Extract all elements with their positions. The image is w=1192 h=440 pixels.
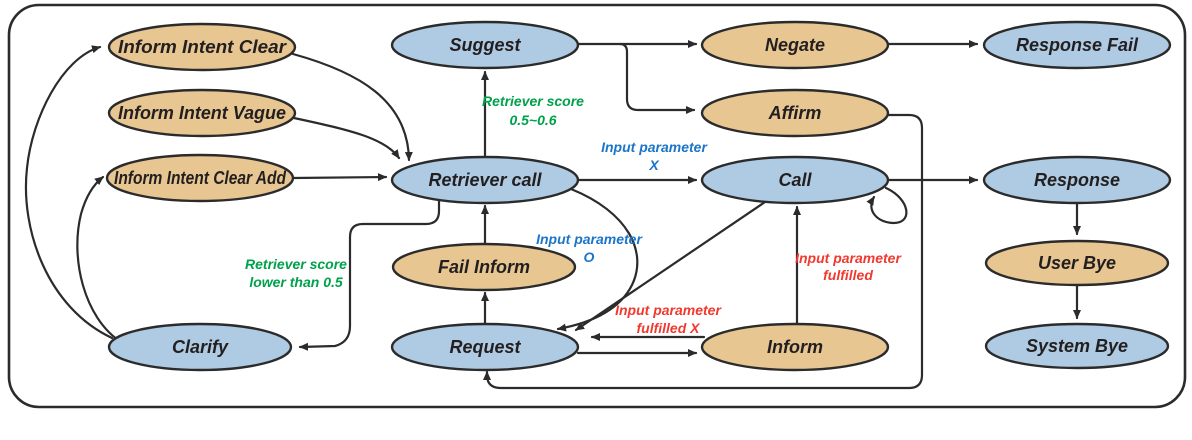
node-ellipse [107,88,297,138]
node-label: Fail Inform [438,257,530,277]
edge-label-line: Retriever score [245,256,347,272]
edge-inform-intent-clear-add-to-retriever-call [291,173,388,182]
node-negate: Negate [700,20,890,70]
node-ellipse [107,22,297,72]
edge-clarify-to-inform-intent-clear-add [76,175,123,344]
node-label: Response [1034,170,1120,190]
node-suggest: Suggest [390,20,580,70]
node-label: Call [778,170,812,190]
edge-call-self-loop [866,186,908,225]
node-user-bye: User Bye [984,239,1170,287]
edge-label-retriever-score-low: Retriever score lower than 0.5 [245,256,347,290]
edge-label-line: 0.5~0.6 [509,112,556,128]
node-call: Call [700,155,890,205]
node-ellipse [700,322,890,372]
node-ellipse [700,155,890,205]
node-ellipse [700,88,890,138]
node-label: User Bye [1038,253,1116,273]
node-ellipse [984,239,1170,287]
node-ellipse [390,322,580,372]
node-clarify: Clarify [107,322,293,372]
edge-label-input-param-fulfilled-x: Input parameter fulfilled X [615,302,722,336]
node-inform: Inform [700,322,890,372]
edge-label-input-param-fulfilled: Input parameter fulfilled [795,250,902,283]
edge-call-to-request [574,198,770,332]
node-fail-inform: Fail Inform [391,242,577,292]
edge-label-line: X [648,157,660,173]
node-label: Retriever call [428,170,542,190]
node-label: Inform Intent Clear Add [114,168,287,188]
edge-label-line: fulfilled [823,267,873,283]
node-ellipse [107,322,293,372]
edge-lines [24,40,1081,390]
node-request: Request [390,322,580,372]
node-ellipse [700,20,890,70]
node-ellipse [982,155,1172,205]
node-system-bye: System Bye [984,322,1170,370]
edge-label-line: fulfilled X [637,320,702,336]
edge-label-line: Retriever score [482,93,584,109]
edge-label-line: Input parameter [615,302,722,318]
node-label: Request [449,337,521,357]
edge-retriever-call-to-clarify [298,199,441,351]
node-inform-intent-clear-add: Inform Intent Clear Add [105,153,295,203]
edge-label-line: Input parameter [601,139,708,155]
node-label: Affirm [768,103,822,123]
node-ellipse [390,20,580,70]
node-label: Inform Intent Clear [118,37,287,57]
node-label: Response Fail [1016,35,1139,55]
node-ellipse [984,322,1170,370]
edge-clarify-to-inform-intent-clear [24,45,114,340]
edge-affirm-to-request [483,113,924,390]
node-inform-intent-vague: Inform Intent Vague [107,88,297,138]
node-ellipse [105,153,295,203]
node-affirm: Affirm [700,88,890,138]
node-label: Suggest [449,35,521,55]
edge-labels: Retriever score 0.5~0.6 Retriever score … [245,93,902,336]
node-label: Negate [765,35,825,55]
node-inform-intent-clear: Inform Intent Clear [107,22,297,72]
node-ellipse [390,155,580,205]
edge-suggest-to-affirm [618,42,696,114]
edge-label-line: Input parameter [536,231,643,247]
edge-label-line: Input parameter [795,250,902,266]
node-label: Clarify [172,337,229,357]
edge-label-input-param-x: Input parameter X [601,139,708,173]
diagram-border [7,3,1187,409]
edge-inform-intent-clear-to-retriever-call [291,52,413,162]
node-label: System Bye [1026,336,1128,356]
node-label: Inform Intent Vague [118,103,286,123]
edge-label-line: O [584,249,595,265]
node-ellipse [982,20,1172,70]
nodes: Inform Intent Clear Inform Intent Vague … [105,20,1172,372]
edge-label-retriever-score-mid: Retriever score 0.5~0.6 [482,93,584,128]
node-response-fail: Response Fail [982,20,1172,70]
node-retriever-call: Retriever call [390,155,580,205]
edge-label-line: lower than 0.5 [249,274,343,290]
node-label: Inform [767,337,823,357]
node-response: Response [982,155,1172,205]
edge-inform-intent-vague-to-retriever-call [292,116,401,160]
edge-label-input-param-o: Input parameter O [536,231,643,265]
node-ellipse [391,242,577,292]
